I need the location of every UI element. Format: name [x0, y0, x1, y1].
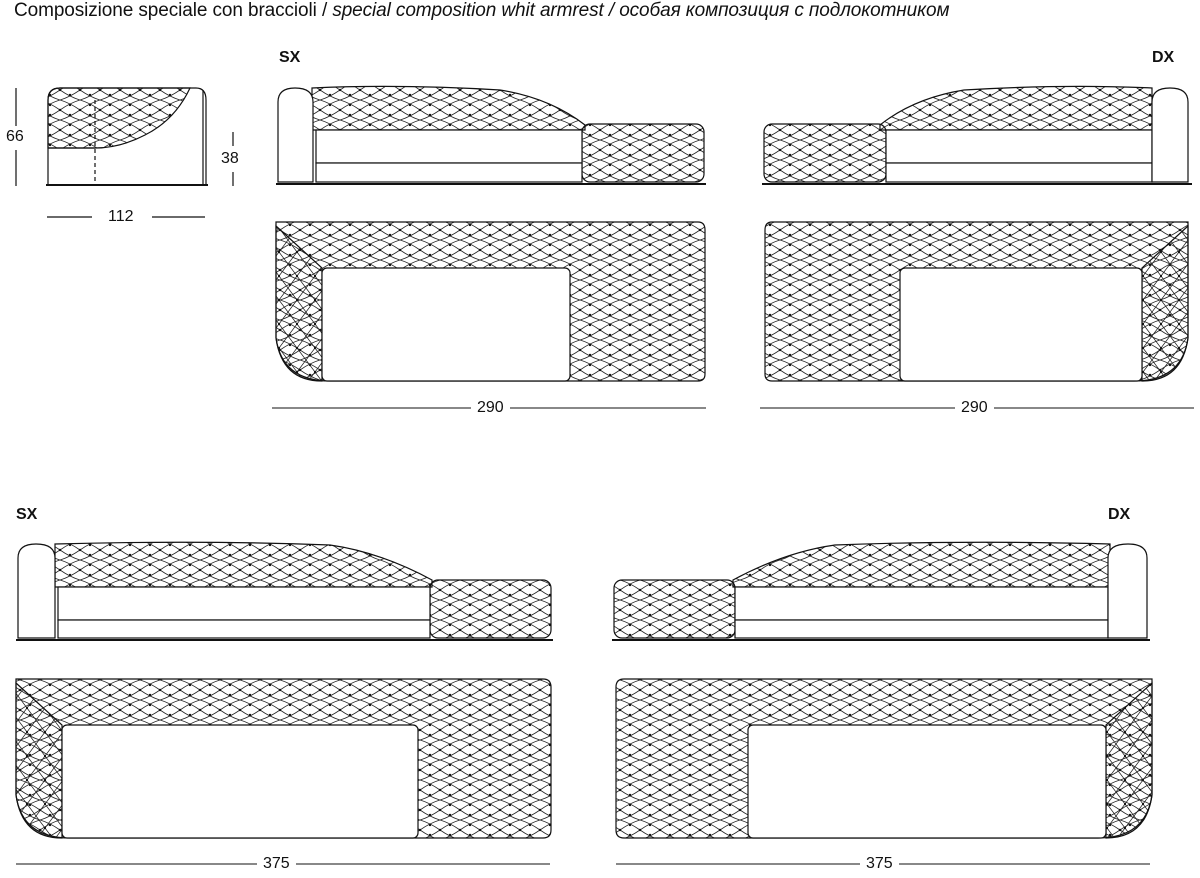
dim-width-375-right: 375 — [860, 855, 899, 873]
heading-en-ru: special composition whit armrest / особа… — [332, 0, 950, 21]
front-view-dx-375 — [612, 541, 1150, 641]
front-view-sx-290 — [276, 85, 706, 185]
front-view-sx-375 — [16, 541, 553, 641]
dim-seat-height: 38 — [215, 150, 245, 168]
label-dx-bottom: DX — [1108, 506, 1131, 523]
dim-width-290-left: 290 — [471, 399, 510, 417]
plan-view-dx-290 — [764, 221, 1189, 382]
plan-view-dx-375 — [615, 678, 1153, 839]
front-view-dx-290 — [762, 85, 1192, 185]
side-view — [15, 87, 234, 218]
label-sx-bottom: SX — [16, 506, 38, 523]
dim-width-375-left: 375 — [257, 855, 296, 873]
label-dx-top: DX — [1152, 49, 1175, 66]
label-sx-top: SX — [279, 49, 301, 66]
diagram-heading: Composizione speciale con braccioli / sp… — [14, 0, 949, 22]
dim-depth: 112 — [102, 208, 140, 226]
plan-view-sx-375 — [15, 678, 552, 839]
heading-italian: Composizione speciale con braccioli / — [14, 0, 333, 21]
dim-width-290-right: 290 — [955, 399, 994, 417]
plan-view-sx-290 — [275, 221, 706, 382]
dim-height: 66 — [0, 128, 30, 146]
